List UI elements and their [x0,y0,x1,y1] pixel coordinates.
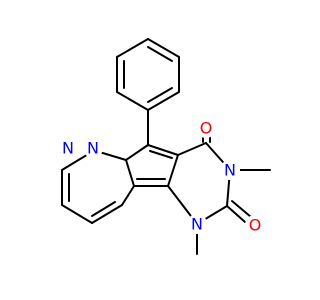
atom-background [220,160,240,180]
atom-o-upper: O [196,118,216,138]
atom-label: N [224,161,236,180]
bond [91,204,123,224]
bond [61,152,91,171]
atom-background [83,138,103,158]
atom-n-methyl-upper: N [220,160,240,180]
atom-label: N [87,139,99,158]
atom-label: N [191,215,203,234]
bond [125,144,149,161]
bond [116,38,149,58]
bond [149,150,173,159]
atom-background [196,118,216,138]
atom-background [58,138,78,158]
atom-label: O [200,119,213,138]
bond [147,38,180,58]
atom-label: N [62,139,74,158]
bond [61,204,93,224]
atom-background [187,214,207,234]
bond [125,159,135,187]
bond [167,154,179,187]
atom-label-layer: N N N N O O [58,118,265,235]
bond [226,205,246,223]
bond [231,200,252,218]
atom-background [245,215,265,235]
bond [177,142,207,156]
atom-n-pyridazine-a: N [58,138,78,158]
chemical-structure-diagram: N N N N O O [58,38,271,255]
bond [147,144,179,156]
atom-label: O [249,216,262,235]
atom-n-pyridazine-b: N [83,138,103,158]
bond [147,91,180,111]
atom-n-methyl-lower: N [187,214,207,234]
bond [91,201,116,217]
atom-o-lower: O [245,215,265,235]
bond [147,87,173,103]
bond [147,46,173,62]
bond [121,185,135,206]
bond [116,91,149,111]
